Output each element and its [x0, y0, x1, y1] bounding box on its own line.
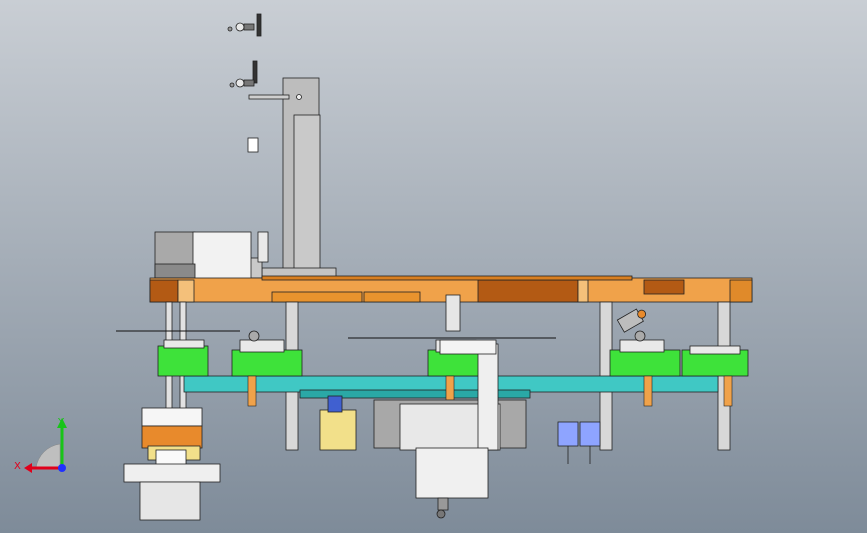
fixture-4 — [609, 330, 681, 377]
spindle-cap — [141, 407, 203, 427]
spindle-base — [123, 463, 221, 483]
beam-left-dark — [149, 279, 179, 303]
motor-fitting-icon — [436, 509, 446, 519]
feeder-lower-strip — [154, 263, 196, 279]
turntable-hub — [299, 389, 531, 399]
motor-shaft — [437, 497, 449, 511]
tilted-cylinder — [616, 308, 647, 333]
fixture-2 — [231, 330, 303, 377]
beam-top-rail — [261, 275, 633, 281]
motor-body — [415, 447, 489, 499]
fixture-5 — [681, 345, 749, 377]
bracket-post — [257, 231, 269, 263]
spindle-motor — [139, 481, 201, 521]
beam-left-yellow — [177, 279, 195, 303]
beam-right-dark — [643, 279, 685, 295]
drive-column — [477, 343, 499, 451]
post-center — [445, 294, 461, 332]
column-front-plate — [293, 114, 321, 276]
beam-insert-b — [363, 291, 421, 303]
center-drive[interactable] — [373, 339, 527, 519]
cylinder-fitting-top — [227, 22, 255, 32]
fixture-row[interactable] — [157, 330, 749, 377]
triad-arc-icon — [35, 443, 61, 469]
y-axis-label: Y — [57, 417, 65, 428]
spindle-assembly[interactable] — [123, 407, 221, 521]
manipulator-column[interactable] — [227, 13, 337, 279]
beam-light-segment — [577, 279, 589, 303]
guide-lines — [116, 330, 556, 339]
beam-insert-a — [271, 291, 363, 303]
coordinate-triad: Y X — [14, 417, 67, 473]
column-slot — [252, 60, 258, 84]
cylinder-fitting-bottom — [229, 78, 255, 88]
drive-column-top — [439, 339, 497, 355]
column-slot-top — [256, 13, 262, 37]
fixture-1 — [157, 339, 209, 377]
column-bolt — [296, 94, 302, 100]
beam-right-end — [729, 279, 753, 303]
yellow-bracket — [319, 395, 357, 451]
x-axis-arrowhead-icon — [24, 463, 32, 473]
x-axis-label: X — [14, 461, 21, 472]
sensor-block — [247, 137, 259, 153]
y-axis-arrowhead-icon — [57, 418, 67, 428]
spindle-coil — [141, 425, 203, 449]
beam-dark-segment — [477, 279, 579, 303]
column-arm — [248, 94, 290, 100]
blue-sensor-pair — [557, 421, 601, 464]
z-axis-dot-icon — [58, 464, 66, 472]
